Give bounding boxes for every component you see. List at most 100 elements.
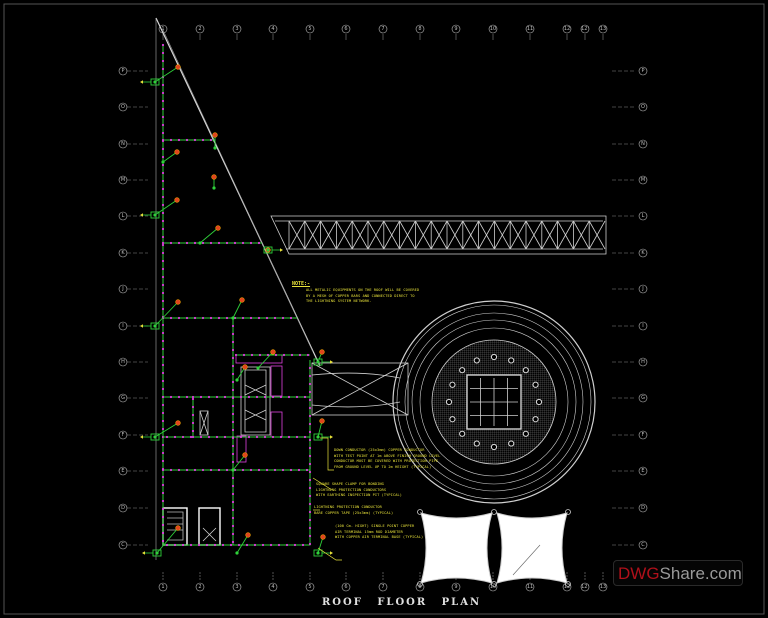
air-terminal-icon xyxy=(174,197,180,203)
grid-bubble xyxy=(232,582,242,592)
row-label: P xyxy=(121,68,124,74)
row-label: O xyxy=(121,104,125,110)
junction-icon xyxy=(316,360,320,364)
grid-bubble xyxy=(580,24,590,34)
truss-brace xyxy=(462,220,479,250)
row-label: E xyxy=(641,468,644,474)
row-label: G xyxy=(121,395,125,401)
callout-conductor: LIGHTNING PROTECTION CONDUCTOR BARE COPP… xyxy=(314,505,393,516)
callout-line: BARE COPPER TAPE (25x3mm) (TYPICAL) xyxy=(314,510,394,515)
terminal-lead xyxy=(156,527,179,554)
grid-bubble xyxy=(638,321,648,331)
watermark-logo: DWGShare.com xyxy=(613,560,743,586)
row-label: I xyxy=(642,323,643,329)
dome-column xyxy=(522,367,529,374)
callout-line: SQUARE SHAPE CLAMP FOR BONDING xyxy=(316,482,384,486)
dome-column xyxy=(445,398,453,406)
grid-bubble xyxy=(525,24,535,34)
air-terminal-icon xyxy=(270,349,276,355)
terminal-lead xyxy=(232,299,243,319)
grid-bubble xyxy=(488,582,498,592)
row-label: J xyxy=(641,286,643,292)
terminal-lead xyxy=(236,534,249,554)
grid-bubble xyxy=(580,582,590,592)
truss-brace xyxy=(399,220,416,250)
callout-line: DOWN CONDUCTOR (25x3mm) COPPER CONDUCTOR xyxy=(334,448,425,452)
truss-brace xyxy=(478,220,495,250)
lightning-conductors xyxy=(161,43,312,547)
grid-bubble xyxy=(341,582,351,592)
callout-down-conductor: DOWN CONDUCTOR (25x3mm) COPPER CONDUCTOR… xyxy=(334,448,440,470)
truss-brace xyxy=(336,220,353,250)
column-label: 1 xyxy=(161,584,164,590)
truss-brace xyxy=(430,220,448,250)
dome-column xyxy=(508,357,515,364)
junction-icon xyxy=(231,468,235,472)
air-terminal-icon xyxy=(212,132,218,138)
grid-bubble xyxy=(638,139,648,149)
row-label: C xyxy=(121,542,125,548)
dome-column xyxy=(449,416,456,423)
row-label: M xyxy=(121,177,125,183)
junction-icon xyxy=(266,248,270,252)
arrow-icon xyxy=(330,360,333,364)
row-label: E xyxy=(121,468,124,474)
row-label: M xyxy=(641,177,645,183)
callout-line: WITH EARTHING INSPECTION PIT (TYPICAL) xyxy=(316,493,403,498)
row-label: D xyxy=(641,505,645,511)
dome-column xyxy=(449,381,456,388)
junction-icon xyxy=(155,551,159,555)
column-label: 10 xyxy=(490,584,496,590)
terminal-lead xyxy=(154,301,179,327)
conductor-line xyxy=(162,45,311,546)
truss-brace xyxy=(509,220,527,250)
row-label: H xyxy=(121,359,125,365)
column-label: 12 xyxy=(564,26,570,32)
truss-brace xyxy=(320,220,337,250)
row-label: K xyxy=(641,250,645,256)
row-label: H xyxy=(641,359,645,365)
dome xyxy=(392,300,596,504)
note-line: BY A MESH OF COPPER BARS AND CONNECTED D… xyxy=(306,293,415,298)
grid-bubble xyxy=(525,582,535,592)
grid-bubble xyxy=(638,284,648,294)
truss-brace xyxy=(351,220,369,250)
terminal-lead xyxy=(257,351,274,369)
column-label: 10 xyxy=(490,26,496,32)
junction-icon xyxy=(316,435,320,439)
column-label: 9 xyxy=(454,26,457,32)
arrow-icon xyxy=(140,213,143,217)
junction-icon xyxy=(161,160,165,164)
grid-bubble xyxy=(305,582,315,592)
grid-bubble xyxy=(598,582,608,592)
air-terminal-icon xyxy=(215,225,221,231)
column-label: 4 xyxy=(271,26,274,32)
row-label: J xyxy=(121,286,123,292)
dome-column xyxy=(459,430,466,437)
truss-brace xyxy=(288,220,306,250)
air-terminal-icon xyxy=(175,525,181,531)
grid-bubble xyxy=(451,24,461,34)
junction-icon xyxy=(231,316,235,320)
column-label: 1 xyxy=(161,26,164,32)
grid-bubble xyxy=(638,503,648,513)
grid-bubble xyxy=(638,540,648,550)
truss-brace xyxy=(573,220,590,250)
arrow-icon xyxy=(140,324,143,328)
grid-bubble xyxy=(378,24,388,34)
grid-bubble xyxy=(638,430,648,440)
grid-bubble xyxy=(562,24,572,34)
junction-icon xyxy=(153,435,157,439)
column-label: 11 xyxy=(527,584,533,590)
grid-lines: 11223344556677889910101111121212'12'1313… xyxy=(118,24,648,592)
junction-icon xyxy=(235,551,239,555)
air-terminal-icon xyxy=(175,420,181,426)
column-label: 13 xyxy=(600,26,606,32)
grid-bubble xyxy=(638,102,648,112)
row-label: F xyxy=(122,432,125,438)
junction-icon xyxy=(316,551,320,555)
truss-brace xyxy=(494,220,511,250)
grid-bubble xyxy=(488,24,498,34)
junction-icon xyxy=(153,213,157,217)
grid-bubble xyxy=(638,466,648,476)
